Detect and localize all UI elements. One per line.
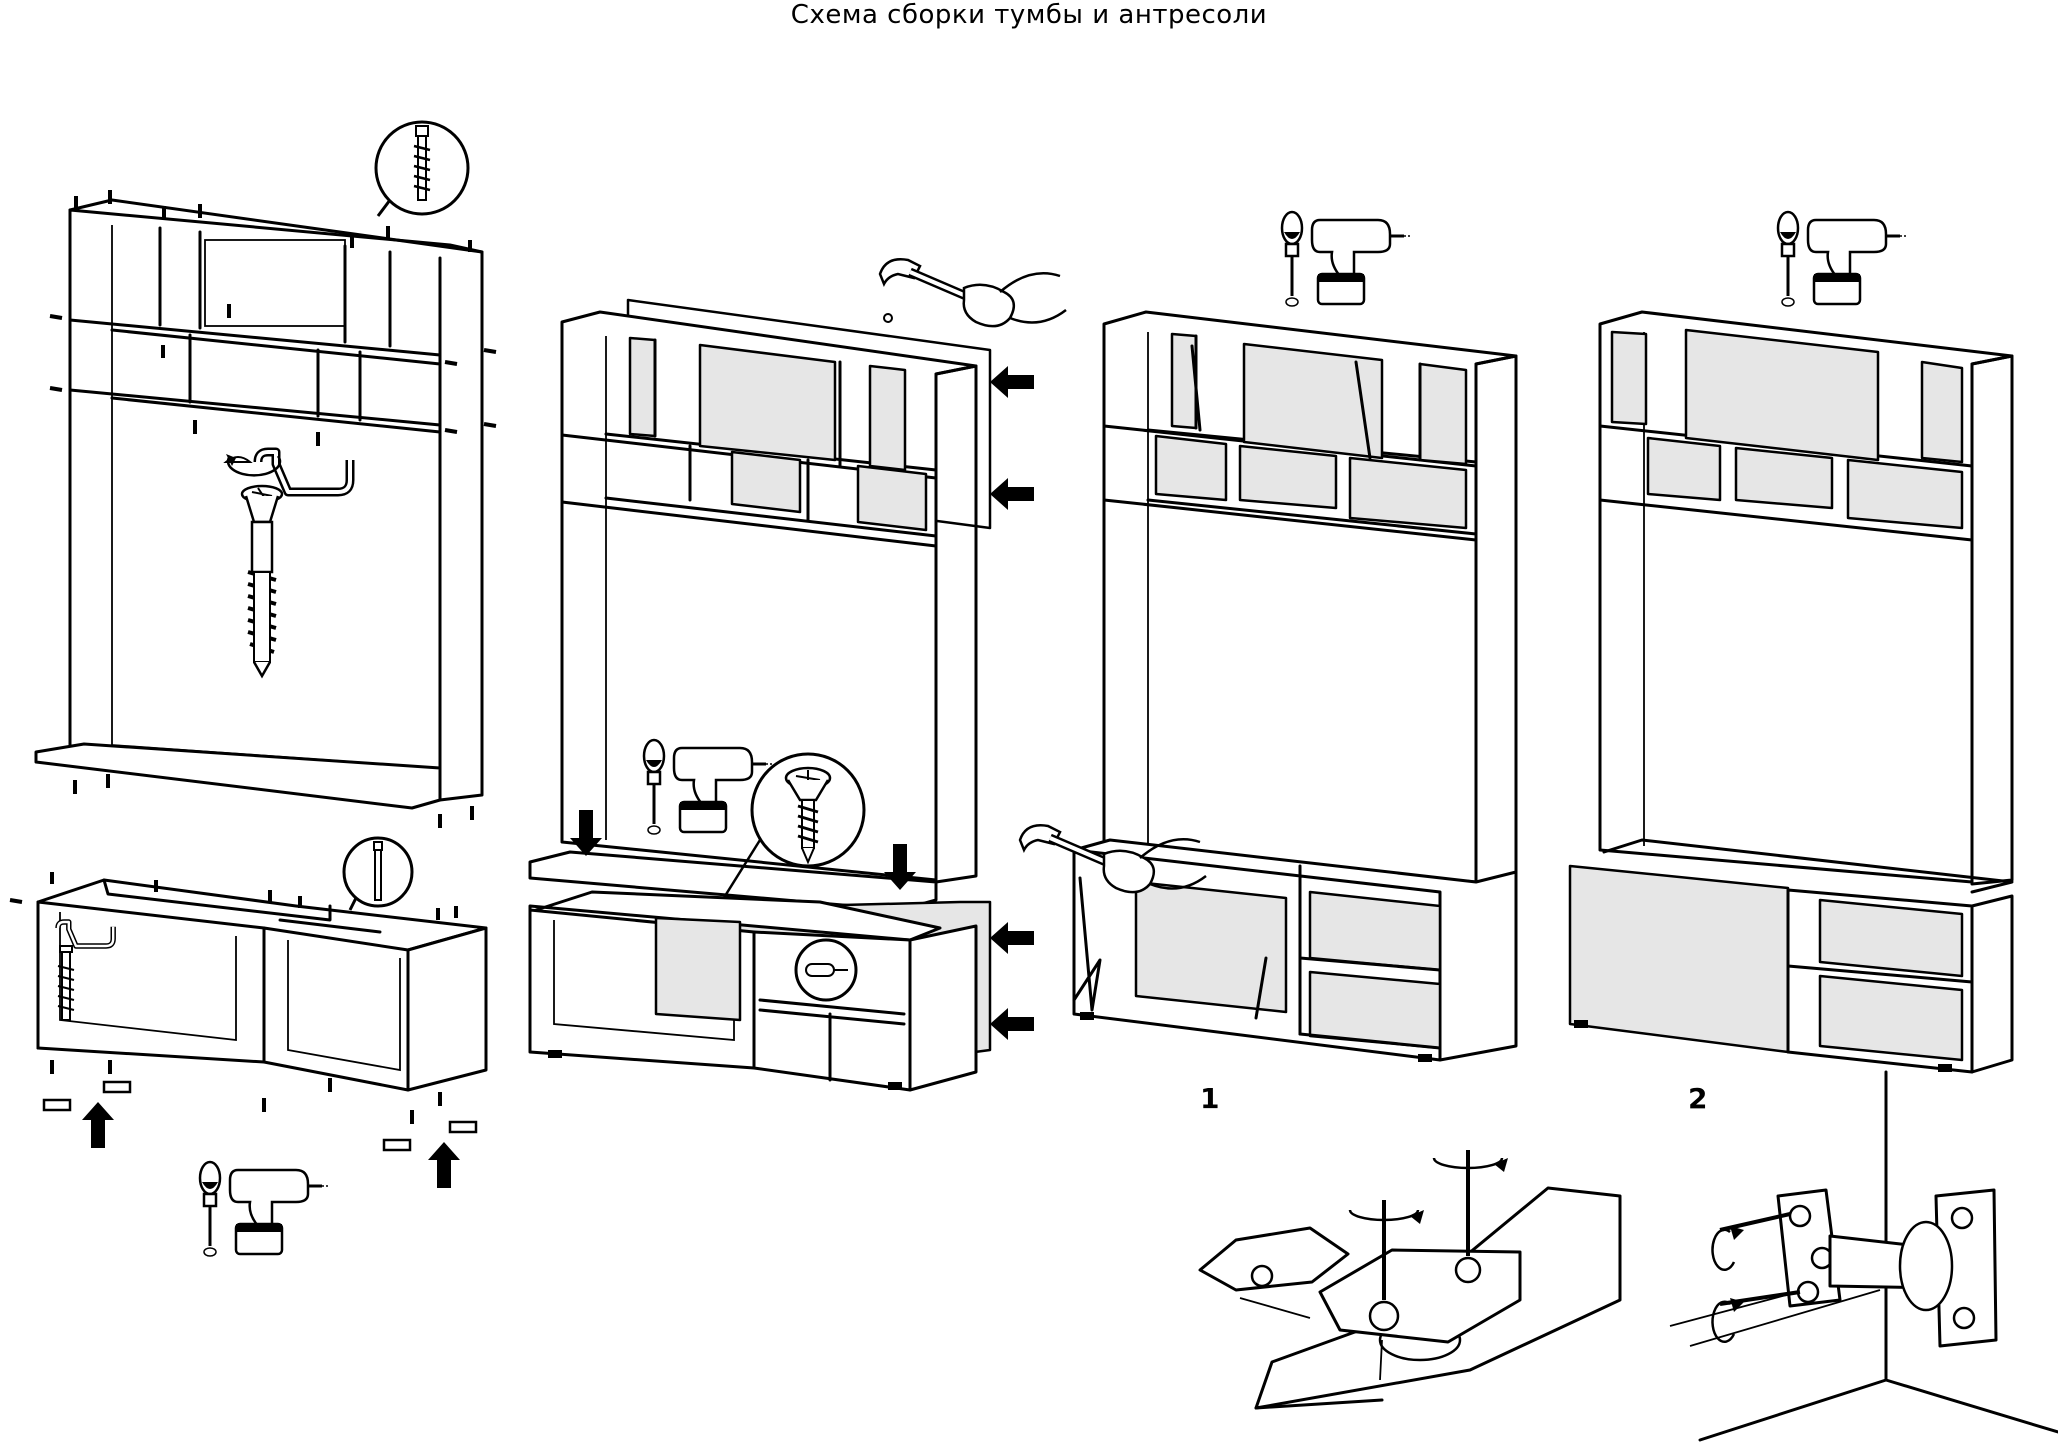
page-title: Схема сборки тумбы и антресоли [790,0,1268,30]
step-2-doors-installed-view [1568,210,2014,1074]
base-box-exploded-view [9,836,488,1258]
tool-set-icon [1776,210,1910,308]
dowel-icon [805,963,848,977]
push-arrow-icon [990,366,1034,398]
push-arrow-icon [990,922,1034,954]
hinge-icon [1776,1188,1998,1348]
step-label-1: 1 [1200,1082,1220,1115]
push-arrow-icon [82,1102,114,1148]
hammer-icon [880,259,1066,326]
antresol-exploded-view [34,120,497,828]
step-label-2: 2 [1688,1082,1708,1115]
hinge-detail-2 [1669,1070,2058,1442]
screw-detail-magnifier [708,752,866,921]
hinge-icon [1198,1226,1522,1381]
push-arrow-icon [990,478,1034,510]
back-panel-installation-view [528,259,1066,1092]
tool-set-icon [198,1160,332,1258]
confirmat-screw-icon [223,454,284,679]
confirmat-detail-magnifier [374,120,470,217]
hinge-detail-1 [1198,1150,1622,1410]
step-1-hinge-installation-view [1020,210,1518,1062]
tool-set-icon [1280,210,1414,308]
push-arrow-icon [990,1008,1034,1040]
push-arrow-icon [428,1142,460,1188]
